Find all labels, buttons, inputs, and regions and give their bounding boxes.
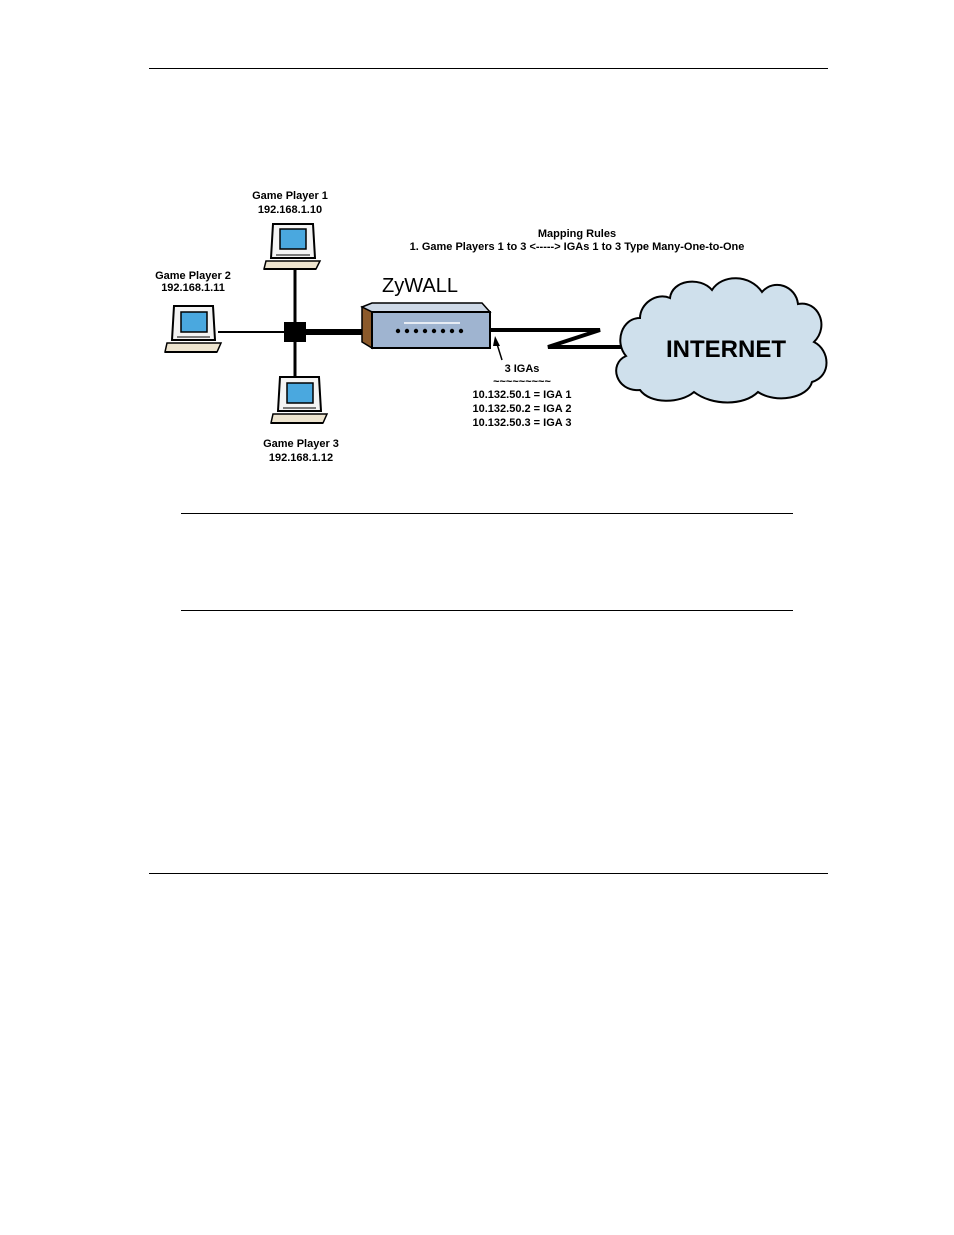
computer-2-icon [165,306,221,352]
router-icon [362,303,490,348]
internet-label: INTERNET [666,336,786,363]
mapping-rules-title: Mapping Rules [538,228,616,240]
hub-icon [284,322,306,342]
router-label: ZyWALL [382,275,458,297]
igas-title: 3 IGAs [505,363,540,375]
player-3-ip: 192.168.1.12 [269,452,333,464]
mapping-rules-text: 1. Game Players 1 to 3 <-----> IGAs 1 to… [410,241,745,253]
computer-1-icon [264,224,320,269]
iga-entry-2: 10.132.50.2 = IGA 2 [473,403,572,415]
computer-3-icon [271,377,327,423]
igas-separator: ~~~~~~~~~ [493,376,551,388]
player-2-ip: 192.168.1.11 [161,282,225,294]
player-1-name: Game Player 1 [252,190,328,202]
iga-pointer-arrow [493,336,502,360]
player-1-ip: 192.168.1.10 [258,204,322,216]
iga-entry-1: 10.132.50.1 = IGA 1 [473,389,572,401]
player-2-name: Game Player 2 [155,270,231,282]
iga-entry-3: 10.132.50.3 = IGA 3 [473,417,572,429]
player-3-name: Game Player 3 [263,438,339,450]
wan-link [490,330,640,347]
